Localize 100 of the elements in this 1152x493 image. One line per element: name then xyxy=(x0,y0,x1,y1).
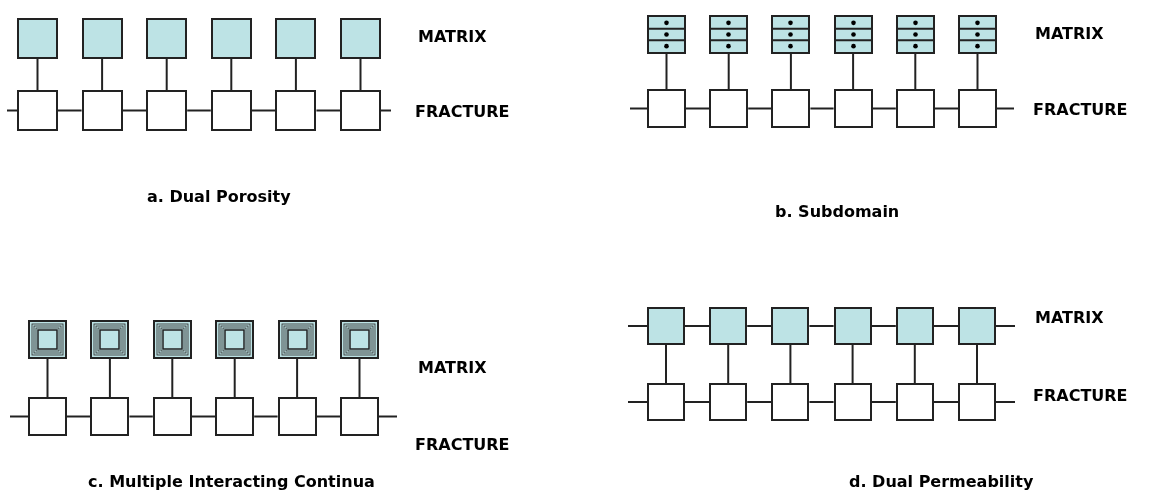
connector-line xyxy=(685,107,711,110)
connector-line xyxy=(746,401,773,403)
connector-line xyxy=(233,358,236,398)
layer-label: FRACTURE xyxy=(415,435,510,455)
matrix-block xyxy=(833,15,873,54)
layer-label: MATRIX xyxy=(1035,24,1104,44)
matrix-block xyxy=(958,15,997,54)
layer-label: MATRIX xyxy=(1035,308,1104,328)
connector-line xyxy=(128,415,154,418)
connector-line xyxy=(190,415,217,418)
fracture-block xyxy=(709,89,749,128)
connector-line xyxy=(36,58,39,91)
fracture-block xyxy=(152,397,192,436)
connector-line xyxy=(378,415,398,418)
connector-line xyxy=(976,53,979,90)
connector-line xyxy=(684,325,711,327)
matrix-block xyxy=(275,18,317,59)
matrix-block xyxy=(28,320,67,359)
layer-label: FRACTURE xyxy=(1033,100,1128,120)
matrix-block xyxy=(81,18,123,59)
connector-line xyxy=(250,109,277,112)
matrix-block xyxy=(709,15,749,54)
fracture-block xyxy=(28,397,67,436)
matrix-block xyxy=(340,18,381,59)
fracture-block xyxy=(833,89,873,128)
connector-line xyxy=(253,415,279,418)
matrix-block xyxy=(215,320,255,359)
connector-line xyxy=(996,107,1015,110)
fracture-block xyxy=(647,383,685,421)
connector-line xyxy=(627,401,648,403)
fracture-block xyxy=(958,383,996,421)
connector-line xyxy=(57,109,83,112)
connector-line xyxy=(629,107,648,110)
connector-line xyxy=(6,109,18,112)
matrix-block xyxy=(90,320,130,359)
fracture-block xyxy=(340,397,379,436)
connector-line xyxy=(294,58,297,91)
connector-line xyxy=(46,358,49,398)
matrix-block xyxy=(833,307,872,345)
connector-line xyxy=(746,325,773,327)
connector-line xyxy=(809,107,835,110)
connector-line xyxy=(165,58,168,91)
fracture-block xyxy=(895,383,934,421)
matrix-block xyxy=(709,307,748,345)
matrix-block xyxy=(146,18,188,59)
connector-line xyxy=(296,358,299,398)
layer-label: FRACTURE xyxy=(1033,386,1128,406)
connector-line xyxy=(230,58,233,91)
panel-caption: c. Multiple Interacting Continua xyxy=(88,472,375,492)
matrix-block xyxy=(647,15,686,54)
fracture-block xyxy=(146,90,188,131)
connector-line xyxy=(358,358,361,398)
matrix-block xyxy=(895,15,935,54)
connector-line xyxy=(871,107,897,110)
connector-line xyxy=(627,325,648,327)
connector-line xyxy=(315,415,341,418)
matrix-block xyxy=(152,320,192,359)
matrix-block xyxy=(895,307,934,345)
connector-line xyxy=(121,109,148,112)
panel-caption: a. Dual Porosity xyxy=(147,187,291,207)
connector-line xyxy=(995,401,1016,403)
matrix-block xyxy=(771,15,811,54)
layer-label: MATRIX xyxy=(418,27,487,47)
matrix-block xyxy=(340,320,379,359)
matrix-block xyxy=(771,307,810,345)
connector-line xyxy=(186,109,212,112)
connector-line xyxy=(870,401,897,403)
connector-line xyxy=(684,401,711,403)
fracture-block xyxy=(958,89,997,128)
connector-line xyxy=(914,53,917,90)
matrix-block xyxy=(17,18,58,59)
fracture-block xyxy=(771,89,811,128)
connector-line xyxy=(870,325,897,327)
connector-line xyxy=(727,53,730,90)
connector-line xyxy=(665,53,668,90)
connector-line xyxy=(665,344,667,384)
fracture-block xyxy=(81,90,123,131)
fracture-block xyxy=(895,89,935,128)
matrix-block xyxy=(647,307,685,345)
connector-line xyxy=(932,401,959,403)
connector-line xyxy=(976,344,978,384)
connector-line xyxy=(727,344,730,384)
fracture-block xyxy=(771,383,810,421)
connector-line xyxy=(789,344,792,384)
connector-line xyxy=(359,58,362,91)
connector-line xyxy=(789,53,792,90)
fracture-block xyxy=(833,383,872,421)
fracture-block xyxy=(210,90,252,131)
fracture-block xyxy=(709,383,748,421)
matrix-block xyxy=(210,18,252,59)
fracture-block xyxy=(275,90,317,131)
connector-line xyxy=(380,109,392,112)
fracture-block xyxy=(215,397,255,436)
layer-label: MATRIX xyxy=(418,358,487,378)
fracture-block xyxy=(340,90,381,131)
connector-line xyxy=(851,344,854,384)
connector-line xyxy=(995,325,1016,327)
connector-line xyxy=(852,53,855,90)
connector-line xyxy=(315,109,341,112)
connector-line xyxy=(9,415,29,418)
